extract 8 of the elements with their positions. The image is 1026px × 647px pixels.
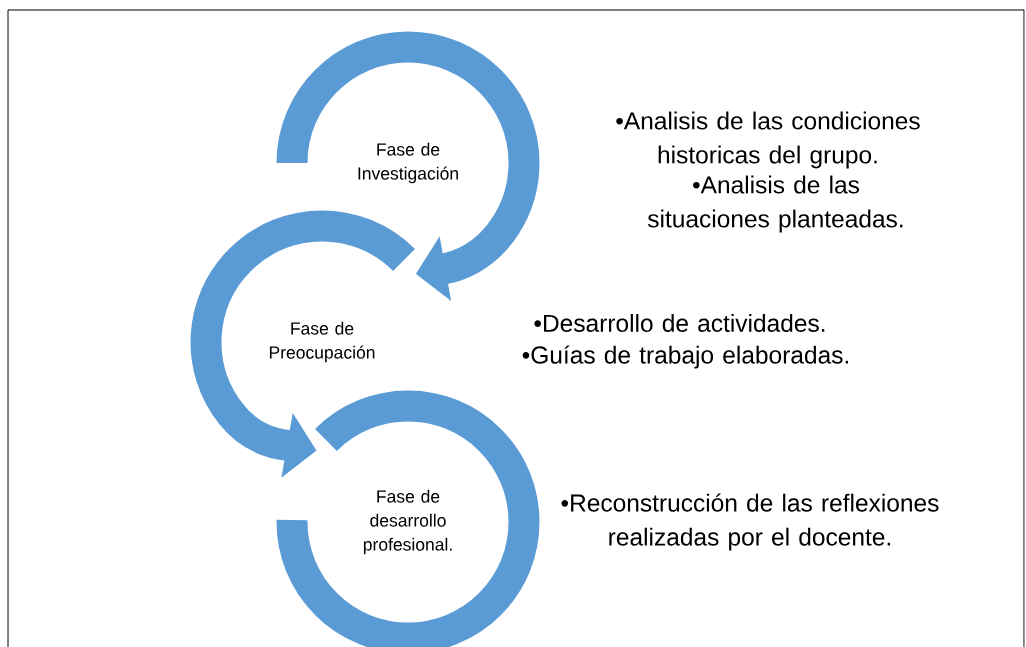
phase-ring: Fase de Investigación [276, 31, 540, 235]
phase-ring: Fase de Preocupación [190, 210, 415, 424]
phase-ring: Fase de desarrollo profesional. [276, 390, 540, 647]
bullet-text: •Reconstrucción de las reflexiones realizadas por el docente. [561, 493, 939, 551]
bullet-text: •Desarrollo de actividades. [534, 314, 825, 332]
bullet-text: •Analisis de las condiciones historicas del grupo. [616, 111, 920, 169]
bullet-text: •Analisis de las situaciones planteadas. [647, 175, 903, 233]
bullet-text: •Guías de trabajo elaboradas. [522, 345, 848, 369]
